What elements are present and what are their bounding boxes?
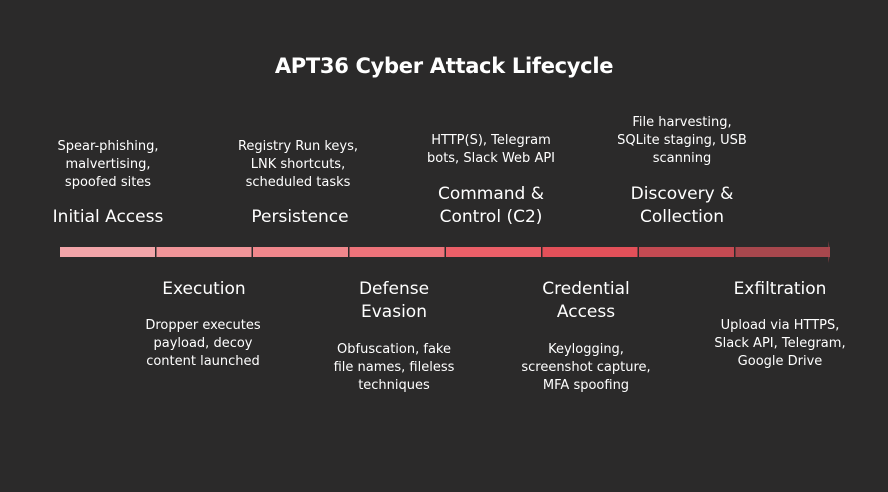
stage-title-defense-evasion: Defense Evasion [358,279,430,322]
stage-title-initial-access: Initial Access [52,207,164,227]
stage-title-execution: Execution [162,279,246,299]
timeline-segment-3 [253,247,348,257]
stage-title-credential-access: Credential Access [542,279,630,322]
stage-description-credential-access: Keylogging, screenshot capture, MFA spoo… [521,342,651,393]
stage-title-discovery-collection: Discovery & Collection [630,184,734,227]
stage-description-command-control: HTTP(S), Telegram bots, Slack Web API [426,133,556,166]
timeline-segment-2 [156,247,252,257]
stage-title-exfiltration: Exfiltration [733,279,827,299]
timeline-segment-5 [446,247,541,257]
timeline-arrow [60,241,830,263]
timeline-segment-7 [639,247,734,257]
diagram-title: APT36 Cyber Attack Lifecycle [274,54,614,78]
timeline-segment-6 [542,247,638,257]
stage-description-execution: Dropper executes payload, decoy content … [145,318,261,369]
timeline-segment-4 [349,247,445,257]
stage-description-defense-evasion: Obfuscation, fake file names, fileless t… [333,342,455,393]
stage-title-persistence: Persistence [251,207,349,227]
timeline-segment-1 [60,247,155,257]
timeline-arrowhead [828,241,830,263]
timeline-segment-8 [735,247,830,257]
stage-description-initial-access: Spear-phishing, malvertising, spoofed si… [57,139,159,190]
stage-title-command-control: Command & Control (C2) [437,184,545,227]
stage-description-persistence: Registry Run keys, LNK shortcuts, schedu… [237,139,359,190]
stage-description-exfiltration: Upload via HTTPS, Slack API, Telegram, G… [714,318,846,369]
stage-description-discovery-collection: File harvesting, SQLite staging, USB sca… [617,115,747,166]
